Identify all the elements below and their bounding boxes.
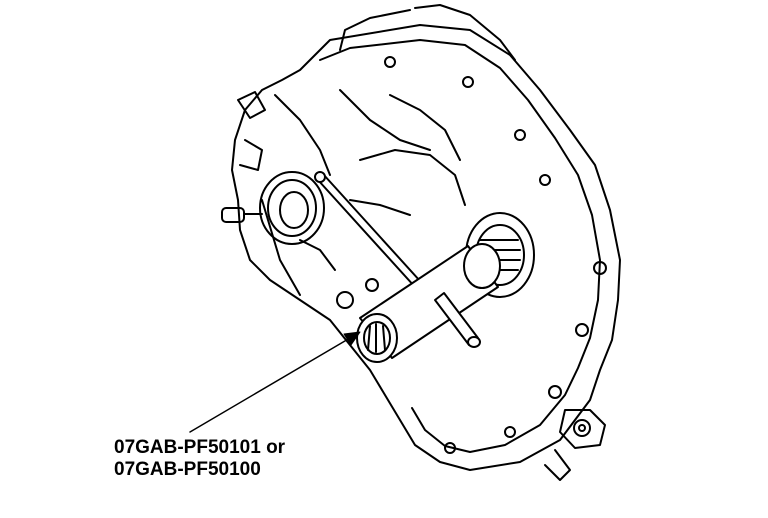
- tool-handle-rod: [314, 171, 431, 299]
- housing-left-details: [221, 89, 466, 309]
- housing-outline: [231, 4, 621, 481]
- part-number-line-2: 07GAB-PF50100: [114, 459, 261, 480]
- part-number-line-1: 07GAB-PF50101 or: [114, 437, 286, 458]
- bearing-bore: [259, 171, 325, 245]
- driver-tube-tool: [356, 243, 501, 363]
- tool-part-number-label: 07GAB-PF50101 or 07GAB-PF50100: [114, 437, 285, 481]
- cross-pin: [434, 292, 481, 348]
- callout-arrow: [189, 331, 361, 433]
